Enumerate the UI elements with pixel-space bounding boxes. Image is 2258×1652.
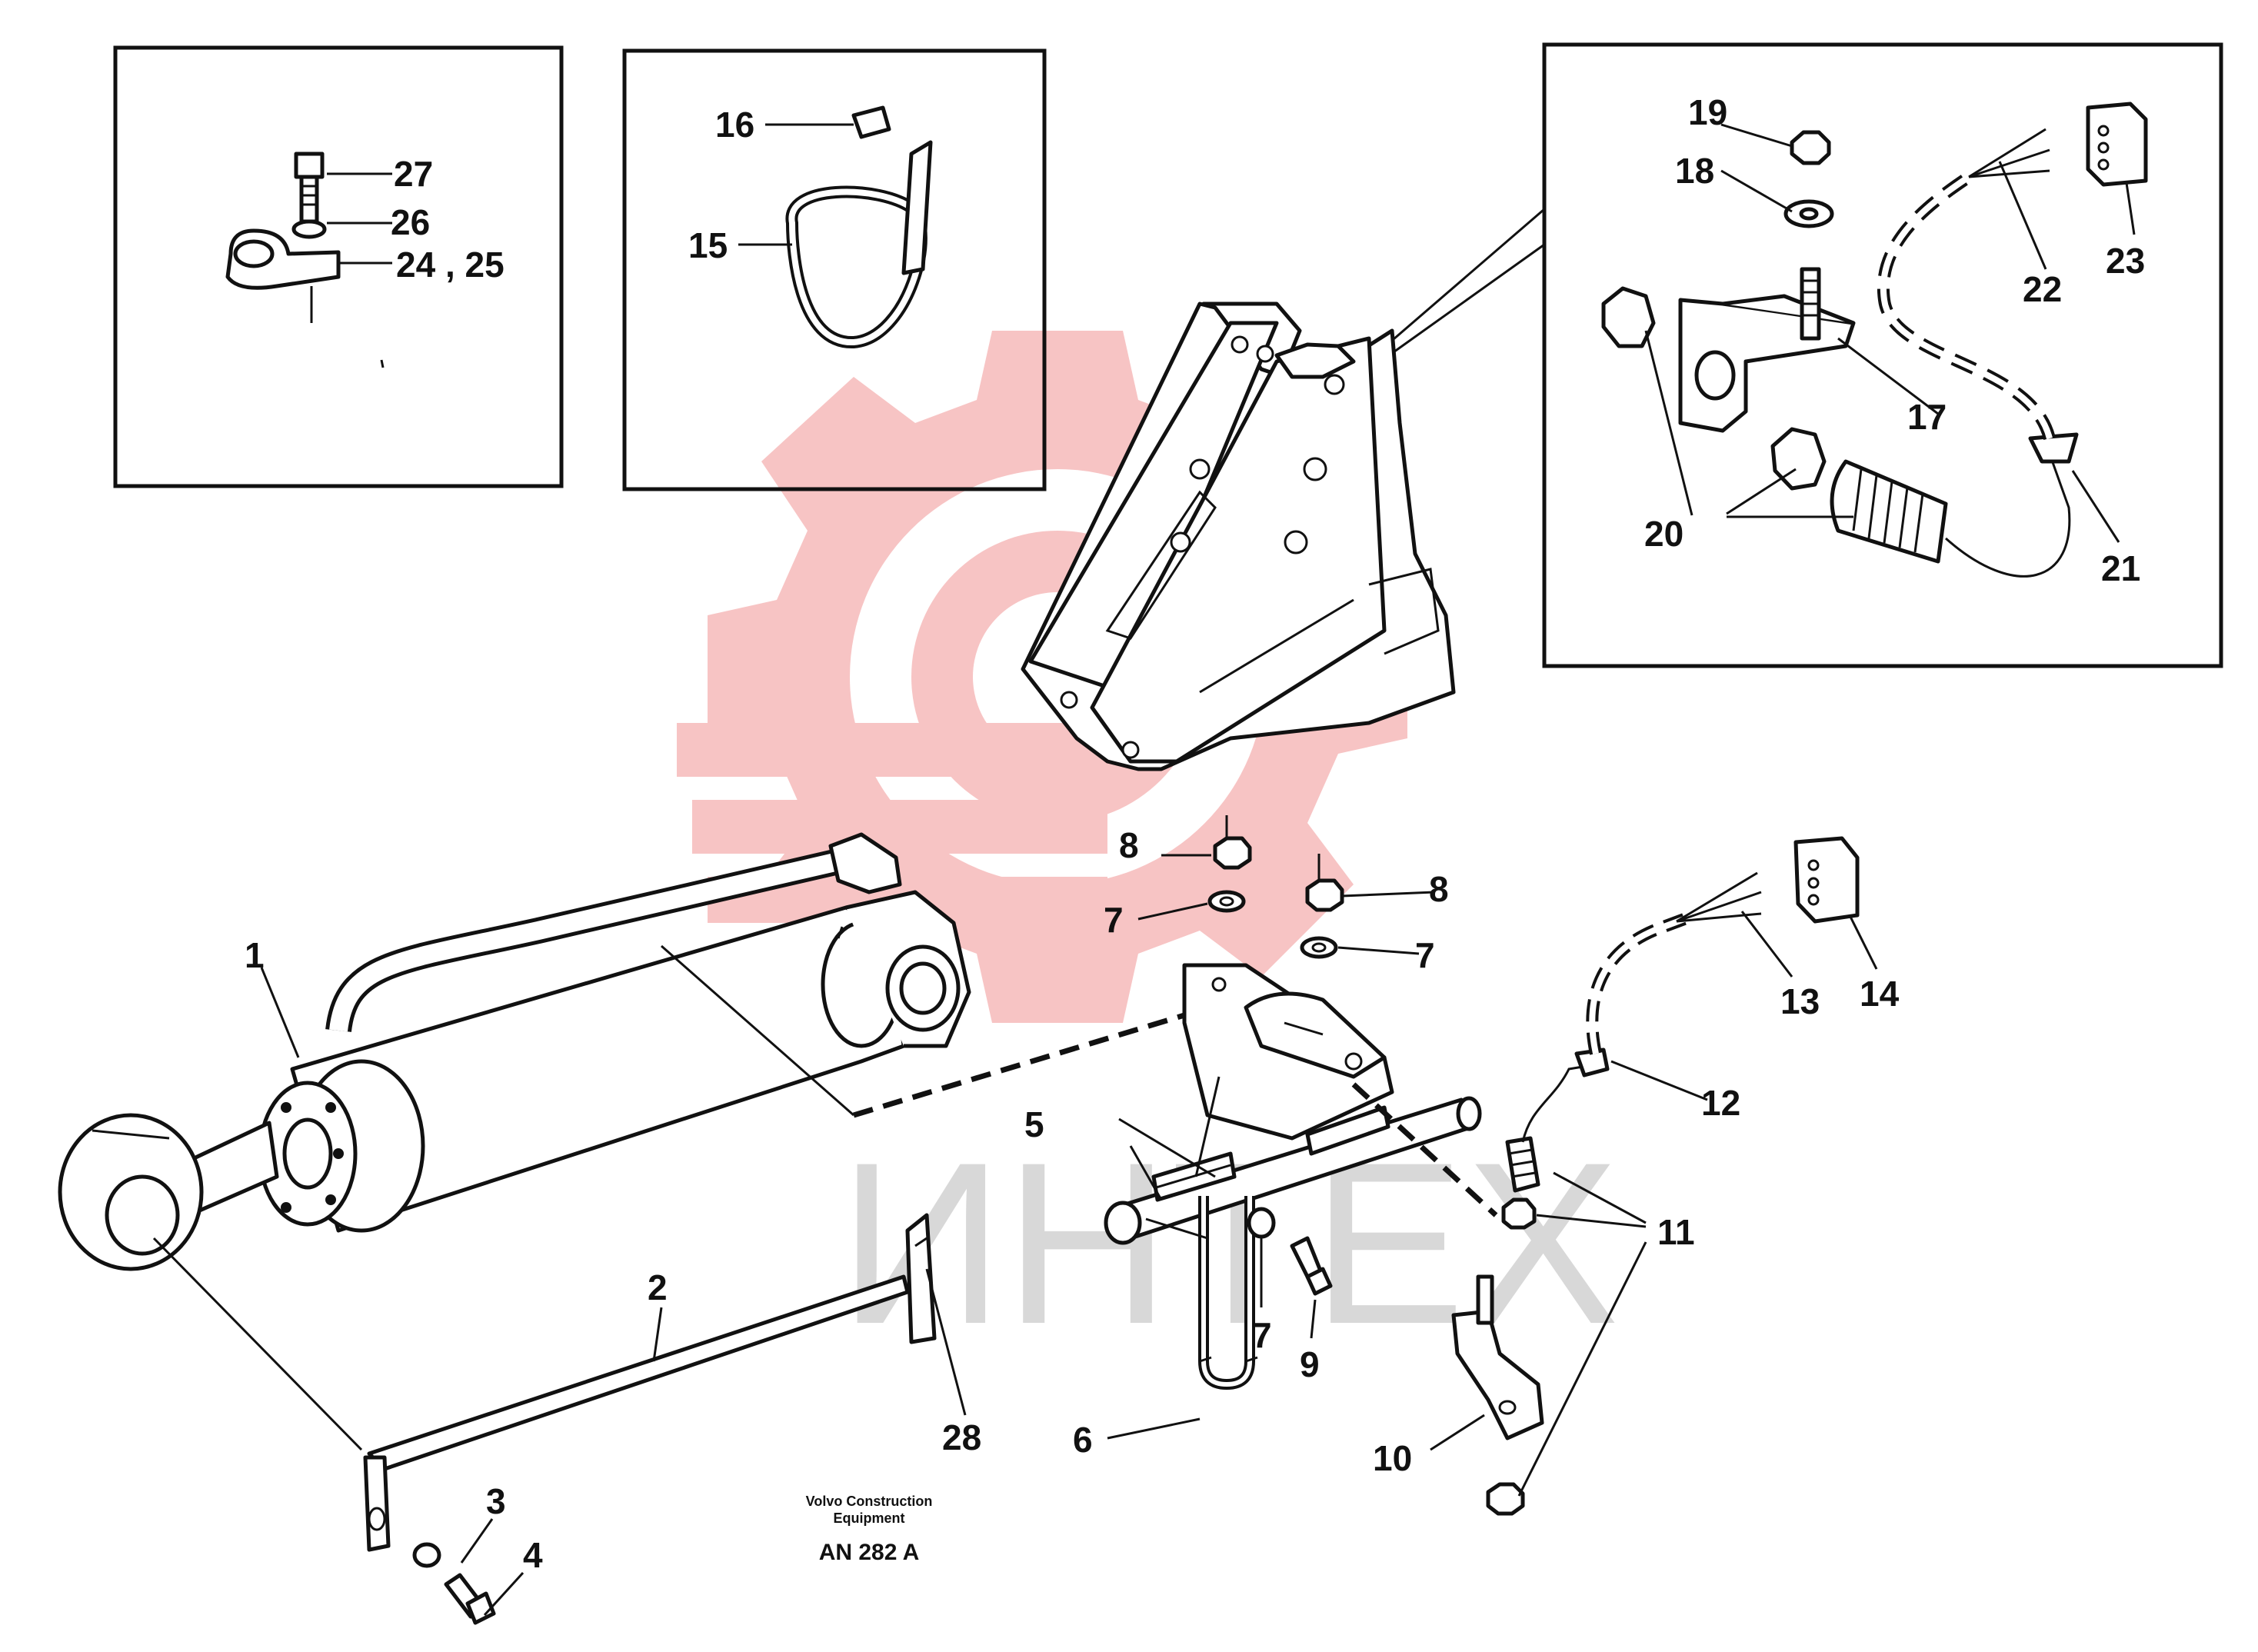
sensor-with-cable <box>1451 836 1860 1516</box>
caption-line2: Equipment <box>834 1510 905 1526</box>
callout-22: 22 <box>2023 269 2062 309</box>
callout-26: 26 <box>391 202 430 242</box>
callout-16: 16 <box>715 105 754 145</box>
callout-7c: 7 <box>1415 935 1435 975</box>
callout-18: 18 <box>1675 151 1714 191</box>
caption-line1: Volvo Construction <box>806 1494 933 1509</box>
callout-4: 4 <box>523 1535 543 1575</box>
sensor-mounting-plate <box>1104 815 1482 1391</box>
callout-11: 11 <box>1657 1212 1695 1252</box>
linkage-rod <box>363 1213 937 1552</box>
callout-8a: 8 <box>1119 825 1139 865</box>
callout-3: 3 <box>486 1481 506 1521</box>
bolt-set <box>412 1542 496 1625</box>
callout-15: 15 <box>688 225 728 265</box>
callout-2: 2 <box>648 1267 668 1307</box>
document-caption: Volvo Construction Equipment AN 282 A <box>806 1494 933 1565</box>
callout-27: 27 <box>394 154 433 194</box>
hydraulic-cylinder <box>58 832 971 1271</box>
inset-sensor-assembly <box>1542 42 2223 668</box>
inset-cable-tie <box>622 48 1047 491</box>
leader-lines <box>152 854 1878 1617</box>
callout-13: 13 <box>1780 981 1820 1021</box>
callout-8b: 8 <box>1429 869 1449 909</box>
callout-14: 14 <box>1860 974 1900 1014</box>
callout-17: 17 <box>1907 397 1947 437</box>
callout-23: 23 <box>2106 241 2145 281</box>
callout-24-25: 24 , 25 <box>396 245 505 285</box>
callout-5: 5 <box>1024 1104 1044 1144</box>
callout-21: 21 <box>2101 548 2140 588</box>
callout-7b: 7 <box>1252 1315 1272 1355</box>
callout-19: 19 <box>1688 92 1727 132</box>
frame-bracket <box>1021 301 1456 771</box>
callout-7a: 7 <box>1104 900 1124 940</box>
callout-20: 20 <box>1644 514 1684 554</box>
caption-code: AN 282 A <box>819 1540 920 1565</box>
inset-clamp <box>113 45 564 488</box>
callout-9: 9 <box>1300 1344 1320 1384</box>
callout-labels: 1 2 3 4 5 6 7 7 7 8 8 9 10 11 12 13 14 1… <box>245 92 2145 1575</box>
callout-28: 28 <box>942 1417 981 1457</box>
callout-6: 6 <box>1073 1420 1093 1460</box>
callout-1: 1 <box>245 935 265 975</box>
callout-12: 12 <box>1701 1083 1740 1123</box>
callout-10: 10 <box>1373 1438 1412 1478</box>
